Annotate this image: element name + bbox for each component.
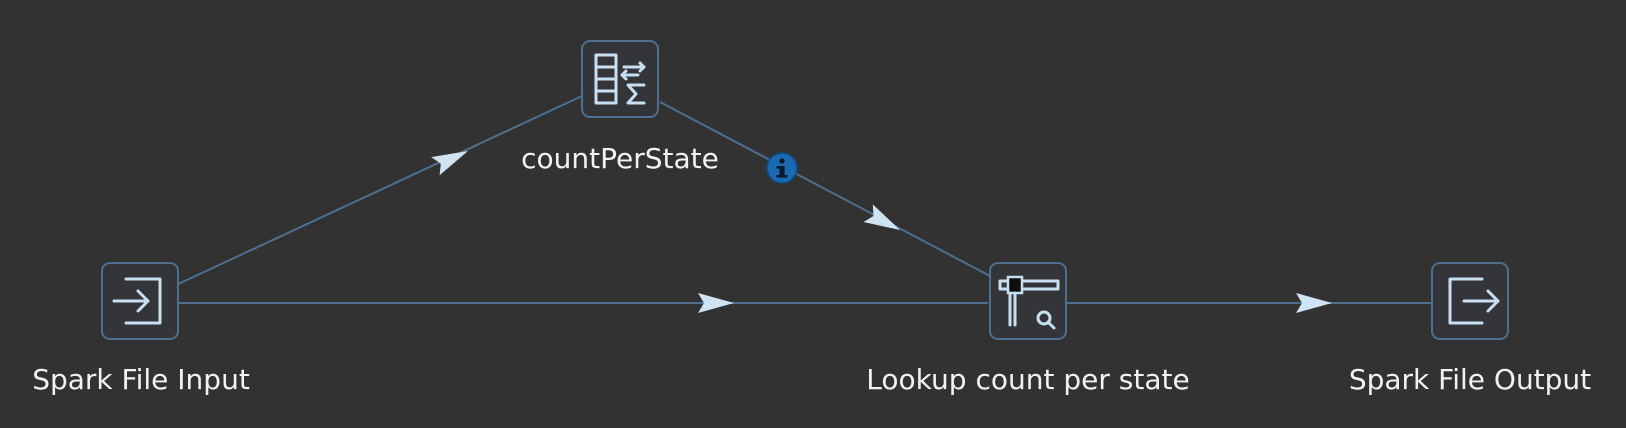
node-label-count-per-state: countPerState (521, 142, 719, 175)
hop-input-to-count[interactable] (173, 95, 583, 287)
hop-arrows (431, 151, 1332, 313)
info-stem (779, 166, 785, 177)
group-by-sum-icon (594, 53, 646, 105)
info-badge[interactable] (766, 152, 798, 184)
arrow-head (1296, 293, 1332, 313)
node-box[interactable] (581, 40, 659, 118)
node-count-per-state[interactable] (581, 40, 659, 118)
node-spark-file-output[interactable] (1431, 262, 1509, 340)
node-label-spark-file-output: Spark File Output (1349, 363, 1591, 396)
arrow-head (431, 151, 468, 176)
arrow-head (863, 204, 900, 230)
info-dot (779, 158, 785, 164)
stream-lookup-icon (998, 275, 1060, 330)
input-arrow-icon (112, 277, 162, 325)
node-label-spark-file-input: Spark File Input (32, 363, 250, 396)
arrow-head (698, 293, 734, 313)
node-spark-file-input[interactable] (101, 262, 179, 340)
node-label-lookup-count-per-state: Lookup count per state (866, 363, 1189, 396)
output-arrow-icon (1448, 277, 1500, 325)
node-lookup-count-per-state[interactable] (989, 262, 1067, 340)
hop-count-to-lookup[interactable] (659, 101, 991, 277)
hops (173, 95, 1432, 304)
